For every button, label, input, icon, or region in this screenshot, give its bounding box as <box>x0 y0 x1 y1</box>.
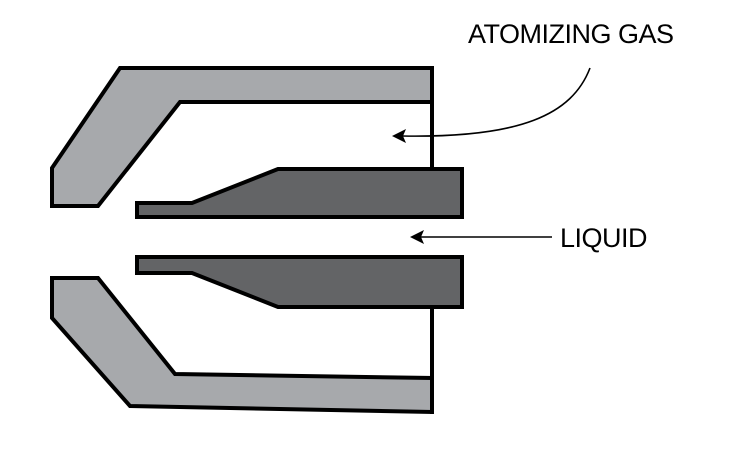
atomizing-gas-callout: ATOMIZING GAS <box>392 19 674 143</box>
inner-liquid-nozzle <box>135 167 464 309</box>
outer-nozzle-body <box>50 66 434 415</box>
liquid-arrowhead <box>410 230 424 244</box>
liquid-label: LIQUID <box>560 223 647 253</box>
atomizing-gas-label: ATOMIZING GAS <box>468 19 674 49</box>
atomizing-gas-leader-line <box>401 67 591 137</box>
inner-nozzle-lower <box>135 255 464 309</box>
atomizing-gas-arrowhead <box>392 129 406 143</box>
liquid-callout: LIQUID <box>410 223 648 253</box>
outer-wall-upper <box>50 66 434 208</box>
inner-nozzle-upper <box>135 167 464 219</box>
